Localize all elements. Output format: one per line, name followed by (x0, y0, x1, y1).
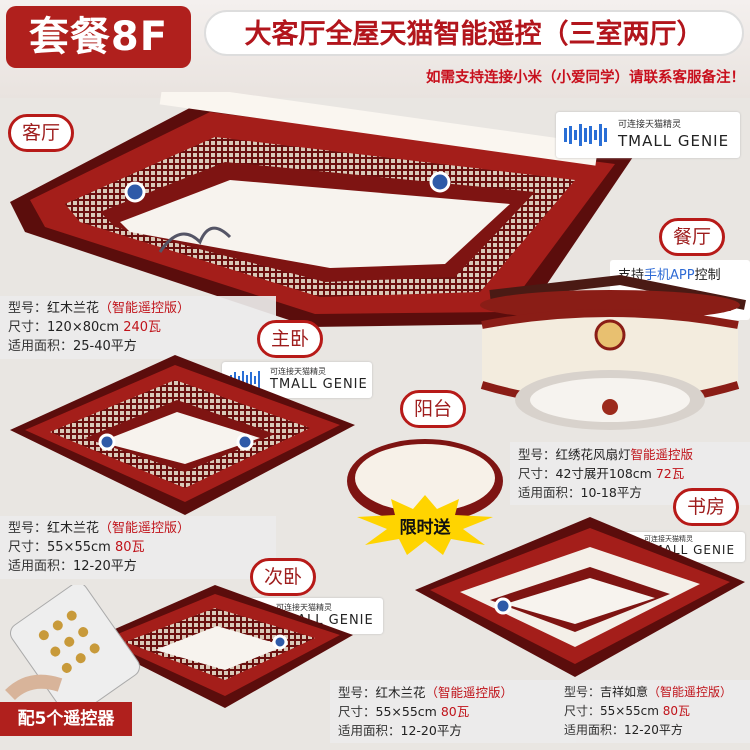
spec-label: 型号： (564, 685, 601, 699)
remote-banner: 配5个遥控器 (0, 702, 132, 736)
spec-tag: （智能遥控版） (99, 301, 191, 316)
app-highlight: 手机APP (644, 268, 695, 283)
spec-label: 适用面积： (338, 723, 401, 738)
remote-control-image (5, 585, 140, 705)
tmall-genie-badge: 可连接天猫精灵 TMALL GENIE (556, 112, 740, 158)
spec-label: 尺寸： (564, 704, 601, 718)
spec-label: 型号： (338, 685, 376, 700)
room-label-second: 次卧 (250, 558, 316, 596)
spec-model: 红木兰花 (375, 685, 426, 700)
balcony-lamp-image (347, 439, 503, 523)
spec-label: 适用面积： (518, 485, 581, 500)
tmall-genie-icon (564, 124, 607, 146)
spec-power: 80瓦 (440, 704, 470, 719)
app-suffix: 控制 (694, 268, 721, 283)
master-spec-panel: 型号：红木兰花（智能遥控版） 尺寸：55×55cm 80瓦 适用面积：12-20… (0, 516, 276, 579)
spec-power: 80瓦 (114, 540, 145, 555)
spec-model: 红木兰花 (47, 301, 100, 316)
spec-area: 10-18平方 (580, 485, 642, 500)
living-room-lamp-image (10, 92, 635, 327)
spec-size: 55×55cm (47, 540, 111, 555)
spec-area: 25-40平方 (73, 339, 137, 354)
gift-label: 限时送 (399, 518, 451, 538)
tmall-top-text: 可连接天猫精灵 (276, 603, 332, 612)
tmall-top-text: 可连接天猫精灵 (644, 535, 693, 543)
room-label-master: 主卧 (257, 320, 323, 358)
spec-label: 尺寸： (518, 466, 556, 481)
spec-label: 适用面积： (8, 339, 74, 354)
gift-starburst (357, 495, 493, 555)
tmall-top-text: 可连接天猫精灵 (618, 120, 682, 130)
tmall-brand-text: TMALL GENIE (618, 132, 730, 150)
spec-power: 240瓦 (123, 320, 162, 335)
spec-label: 适用面积： (8, 559, 74, 574)
spec-area: 12-20平方 (73, 559, 137, 574)
spec-label: 型号： (8, 301, 48, 316)
spec-label: 型号： (518, 447, 556, 462)
spec-tag: （智能遥控版） (99, 521, 191, 536)
spec-area: 12-20平方 (400, 723, 462, 738)
spec-tag: （智能遥控版） (425, 685, 514, 700)
spec-label: 适用面积： (564, 723, 625, 737)
xiaomi-note: 如需支持连接小米（小爱同学）请联系客服备注！ (426, 70, 745, 86)
study-lamp-image (415, 517, 745, 677)
tmall-brand-text: TMALL GENIE (270, 377, 368, 392)
spec-size: 42寸展开108cm (555, 466, 652, 481)
spec-label: 型号： (8, 521, 48, 536)
spec-model: 红绣花风扇灯 (555, 447, 631, 462)
spec-size: 120×80cm (47, 320, 120, 335)
spec-tag: （智能遥控版） (648, 685, 733, 699)
tmall-top-text: 可连接天猫精灵 (270, 367, 326, 376)
living-spec-panel: 型号：红木兰花（智能遥控版） 尺寸：120×80cm 240瓦 适用面积：25-… (0, 296, 276, 359)
second-spec-panel: 型号：红木兰花（智能遥控版） 尺寸：55×55cm 80瓦 适用面积：12-20… (330, 680, 576, 743)
room-label-study: 书房 (673, 488, 739, 526)
package-badge: 套餐8F (6, 6, 191, 68)
spec-label: 尺寸： (8, 320, 48, 335)
spec-size: 55×55cm (375, 704, 437, 719)
spec-area: 12-20平方 (624, 723, 683, 737)
dining-fan-lamp-image (480, 274, 746, 430)
room-label-dining: 餐厅 (659, 218, 725, 256)
spec-model: 红木兰花 (47, 521, 100, 536)
spec-model: 吉祥如意 (600, 685, 649, 699)
study-spec-panel: 型号：吉祥如意（智能遥控版） 尺寸：55×55cm 80瓦 适用面积：12-20… (560, 680, 750, 743)
spec-label: 尺寸： (338, 704, 376, 719)
spec-label: 尺寸： (8, 540, 48, 555)
page-title: 大客厅全屋天猫智能遥控（三室两厅） (204, 10, 744, 56)
room-label-balcony: 阳台 (400, 390, 466, 428)
master-bedroom-lamp-image (10, 355, 355, 515)
spec-power: 80瓦 (662, 704, 691, 718)
spec-tag: 智能遥控版 (630, 447, 694, 462)
second-bedroom-lamp-image (90, 585, 353, 708)
spec-size: 55×55cm (600, 704, 659, 718)
spec-power: 72瓦 (655, 466, 685, 481)
room-label-living: 客厅 (8, 114, 74, 152)
